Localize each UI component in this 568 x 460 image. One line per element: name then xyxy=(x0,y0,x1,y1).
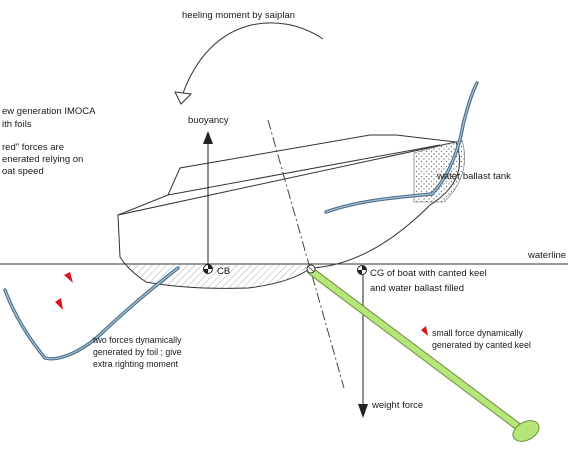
cg-label-line-2: and water ballast filled xyxy=(370,283,464,294)
heeling-moment-label: heeling moment by saiplan xyxy=(182,10,295,21)
waterline-label: waterline xyxy=(527,250,566,261)
foil-forces-line-1: two forces dynamically xyxy=(93,335,182,345)
water-ballast-tank xyxy=(413,139,465,203)
weight-force-vector xyxy=(358,272,368,418)
heeling-moment-arrow xyxy=(174,22,324,105)
keel-force-arrow xyxy=(421,326,428,336)
boat-centreline xyxy=(267,119,345,389)
heeling-arrowhead xyxy=(174,91,193,105)
windward-foil-highlight xyxy=(325,82,478,213)
keel-force-line-1: small force dynamically xyxy=(432,328,524,338)
left-note-line-4: enerated relying on xyxy=(2,154,83,165)
foil-force-arrows xyxy=(55,272,73,310)
foil-forces-line-3: extra righting moment xyxy=(93,359,179,369)
foil-forces-line-2: generated by foil ; give xyxy=(93,347,182,357)
buoyancy-label: buoyancy xyxy=(188,115,229,126)
foil-force-arrow-upper xyxy=(64,272,73,283)
keel-bulb xyxy=(512,420,540,442)
cb-symbol xyxy=(203,264,213,274)
weight-force-label: weight force xyxy=(371,400,423,411)
cb-label: CB xyxy=(217,266,230,277)
keel-pivot xyxy=(306,264,316,274)
lee-foil-highlight xyxy=(4,267,179,360)
cg-label-line-1: CG of boat with canted keel xyxy=(370,268,487,279)
water-ballast-tank-label: water ballast tank xyxy=(436,171,511,182)
left-note-line-2: ith foils xyxy=(2,119,32,130)
left-note-line-5: oat speed xyxy=(2,166,44,177)
left-note-line-3: red" forces are xyxy=(2,142,64,153)
foil-force-arrow-lower xyxy=(55,298,63,310)
canted-keel xyxy=(307,267,540,442)
keel-force-line-2: generated by canted keel xyxy=(432,340,531,350)
buoyancy-vector xyxy=(203,131,213,270)
cg-symbol xyxy=(357,265,367,275)
left-note-line-1: ew generation IMOCA xyxy=(2,106,96,117)
